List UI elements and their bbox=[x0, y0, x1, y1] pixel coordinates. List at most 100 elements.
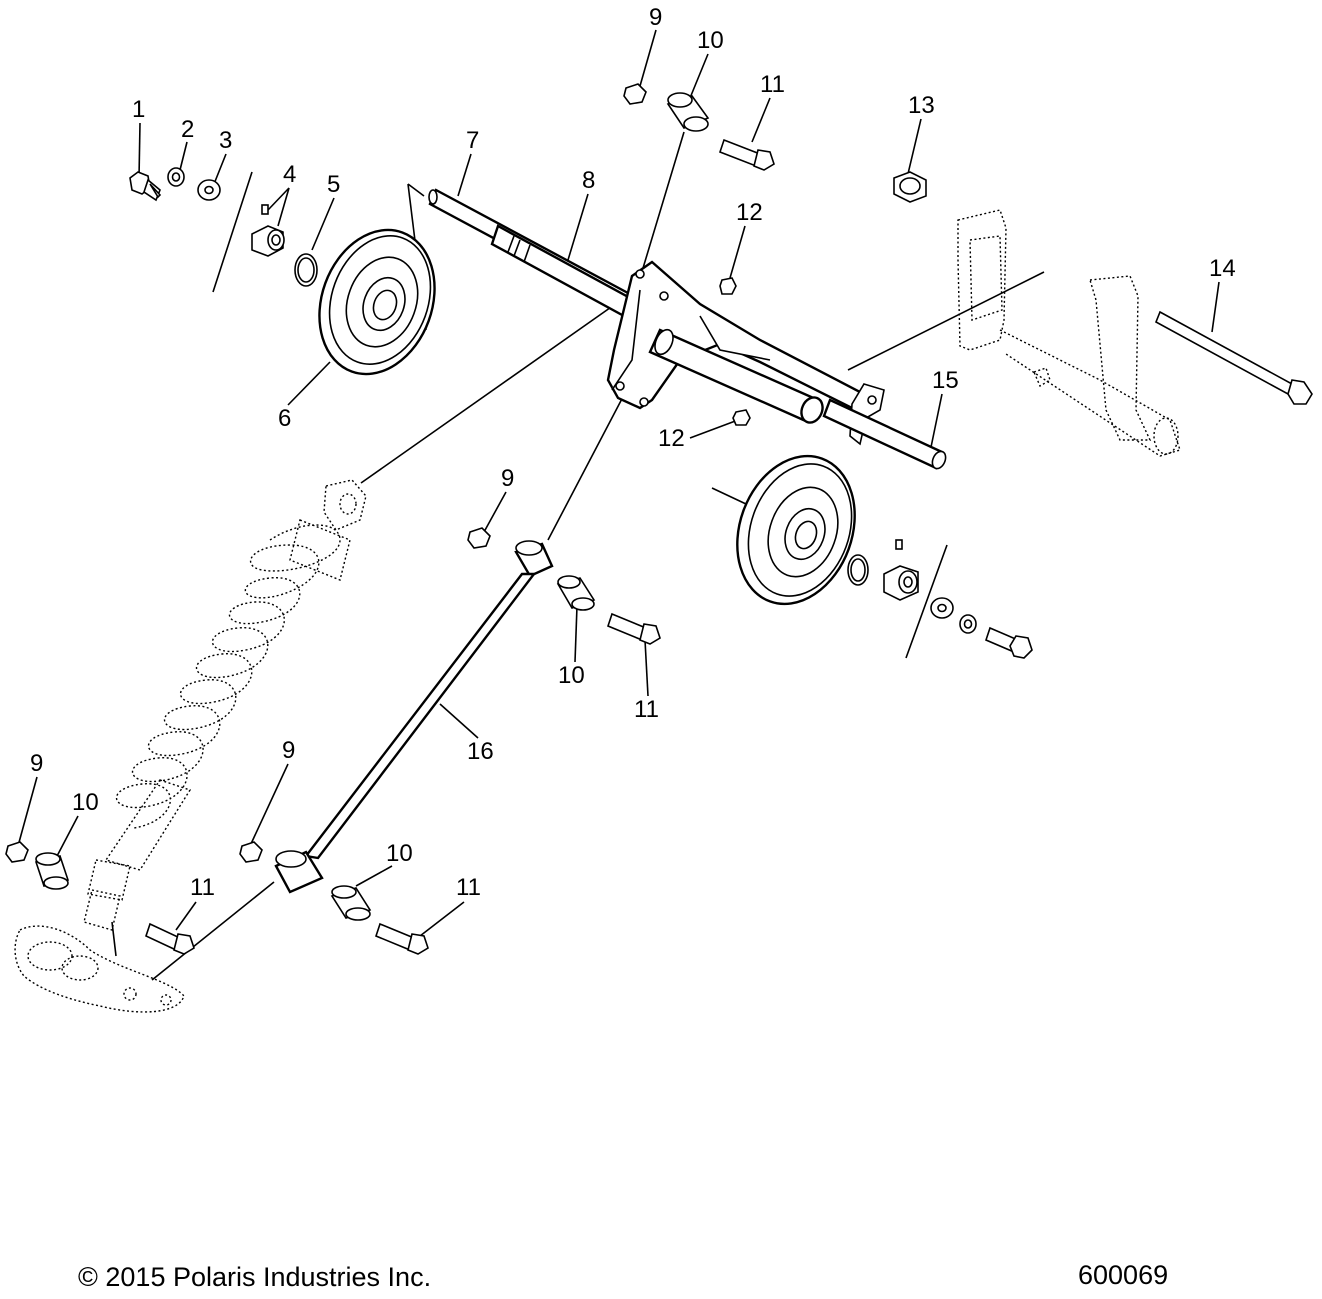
nut-12-lower bbox=[732, 409, 751, 426]
shaft-15 bbox=[822, 398, 947, 470]
callout-8: 8 bbox=[582, 167, 595, 194]
collar-4-upper bbox=[251, 204, 285, 257]
bolt-11-left bbox=[145, 922, 195, 955]
bolt-1-lower bbox=[985, 626, 1033, 659]
o-ring-5-lower bbox=[847, 554, 869, 586]
leader-10-middle bbox=[574, 605, 578, 663]
callout-13: 13 bbox=[908, 92, 935, 119]
washer-3 bbox=[197, 179, 221, 201]
rod-14 bbox=[1154, 310, 1313, 405]
callout-9-middle: 9 bbox=[501, 465, 514, 492]
leader-14 bbox=[1211, 281, 1220, 333]
nut-9-lower bbox=[239, 841, 263, 863]
callout-1: 1 bbox=[132, 96, 145, 123]
callout-10-left: 10 bbox=[72, 789, 99, 816]
callout-9-lower: 9 bbox=[282, 737, 295, 764]
leader-4b bbox=[277, 187, 290, 227]
leader-11-left bbox=[175, 901, 197, 931]
idler-wheel-6-right bbox=[736, 454, 856, 606]
washer-2-lower bbox=[959, 614, 977, 634]
callout-10-middle: 10 bbox=[558, 662, 585, 689]
washer-3-lower bbox=[930, 597, 954, 619]
axle-shaft-7 bbox=[428, 188, 684, 338]
leader-11-middle bbox=[644, 639, 649, 697]
callout-11-middle: 11 bbox=[634, 696, 659, 723]
callout-11-top: 11 bbox=[760, 71, 785, 98]
bushing-10-top bbox=[666, 92, 710, 132]
drawing-number: 600069 bbox=[1078, 1260, 1169, 1290]
line-shock-to-bracket bbox=[360, 297, 625, 484]
copyright-notice: © 2015 Polaris Industries Inc. bbox=[78, 1262, 432, 1292]
leader-lines bbox=[17, 29, 1220, 937]
line-wheel-left-1 bbox=[407, 183, 425, 197]
leader-12-lower bbox=[689, 419, 739, 439]
leader-15 bbox=[929, 393, 943, 453]
leader-10-top bbox=[689, 53, 709, 99]
callout-6: 6 bbox=[278, 405, 291, 432]
bolt-11-middle bbox=[607, 612, 661, 645]
leader-9-left bbox=[17, 776, 38, 847]
leader-2 bbox=[179, 141, 188, 171]
bushing-10-left bbox=[34, 852, 70, 890]
washer-2 bbox=[167, 167, 185, 187]
rear-arm-bracket-assembly bbox=[606, 260, 885, 446]
leader-3 bbox=[213, 153, 227, 185]
leader-5 bbox=[311, 197, 335, 251]
callout-9-left: 9 bbox=[30, 750, 43, 777]
leader-10-lower bbox=[355, 865, 393, 887]
line-link-bottom bbox=[151, 881, 275, 981]
shock-absorber-reference bbox=[14, 479, 367, 1013]
callout-14: 14 bbox=[1209, 255, 1236, 282]
callout-7: 7 bbox=[466, 127, 479, 154]
line-shock-bottom bbox=[111, 921, 117, 957]
o-ring-5-upper bbox=[294, 253, 318, 287]
callout-2: 2 bbox=[181, 116, 194, 143]
callout-11-lower: 11 bbox=[456, 874, 481, 901]
link-rod-16 bbox=[274, 540, 554, 894]
callout-5: 5 bbox=[327, 171, 340, 198]
line-wheel-right bbox=[711, 487, 747, 505]
leader-9-top bbox=[639, 29, 657, 87]
nut-9-left bbox=[5, 841, 29, 863]
callout-15: 15 bbox=[932, 367, 959, 394]
leader-11-lower bbox=[419, 901, 465, 937]
leader-4a bbox=[267, 187, 290, 211]
leader-16 bbox=[439, 703, 479, 739]
leader-13 bbox=[906, 118, 922, 179]
bolt-11-lower bbox=[375, 922, 429, 955]
leader-12-upper bbox=[729, 225, 746, 279]
callout-labels: 1 2 3 4 5 6 7 8 9 10 11 12 13 14 15 12 9… bbox=[30, 4, 1236, 901]
leader-9-middle bbox=[483, 491, 507, 533]
centerline-lower-right bbox=[905, 544, 948, 659]
idler-wheel-6-left bbox=[318, 228, 436, 376]
bolt-1 bbox=[129, 171, 162, 202]
callout-3: 3 bbox=[219, 127, 232, 154]
callout-12-upper: 12 bbox=[736, 199, 763, 226]
callout-11-left: 11 bbox=[190, 874, 215, 901]
callout-10-top: 10 bbox=[697, 27, 724, 54]
bushing-10-middle bbox=[556, 575, 596, 611]
bushing-10-lower bbox=[330, 885, 372, 921]
leader-11-top bbox=[751, 97, 771, 143]
nut-9-middle bbox=[467, 527, 491, 549]
leader-9-lower bbox=[249, 763, 289, 847]
callout-4: 4 bbox=[283, 161, 296, 188]
flange-nut-13 bbox=[893, 171, 927, 203]
callout-10-lower: 10 bbox=[386, 840, 413, 867]
bolt-11-top bbox=[719, 138, 775, 171]
leader-7 bbox=[457, 153, 472, 197]
centerline-upper-left bbox=[212, 171, 253, 293]
callout-12-lower: 12 bbox=[658, 425, 685, 452]
collar-4-lower bbox=[883, 539, 919, 601]
leader-10-left bbox=[55, 815, 79, 859]
leader-8 bbox=[567, 193, 589, 261]
slide-rail-bracket-reference bbox=[957, 209, 1181, 457]
leader-6 bbox=[287, 361, 331, 406]
leader-1 bbox=[138, 122, 141, 179]
nut-12-upper bbox=[719, 277, 737, 295]
nut-9-top bbox=[623, 83, 647, 105]
line-rail-to-axle bbox=[847, 271, 1045, 371]
callout-9-top: 9 bbox=[649, 4, 662, 31]
callout-16: 16 bbox=[467, 738, 494, 765]
